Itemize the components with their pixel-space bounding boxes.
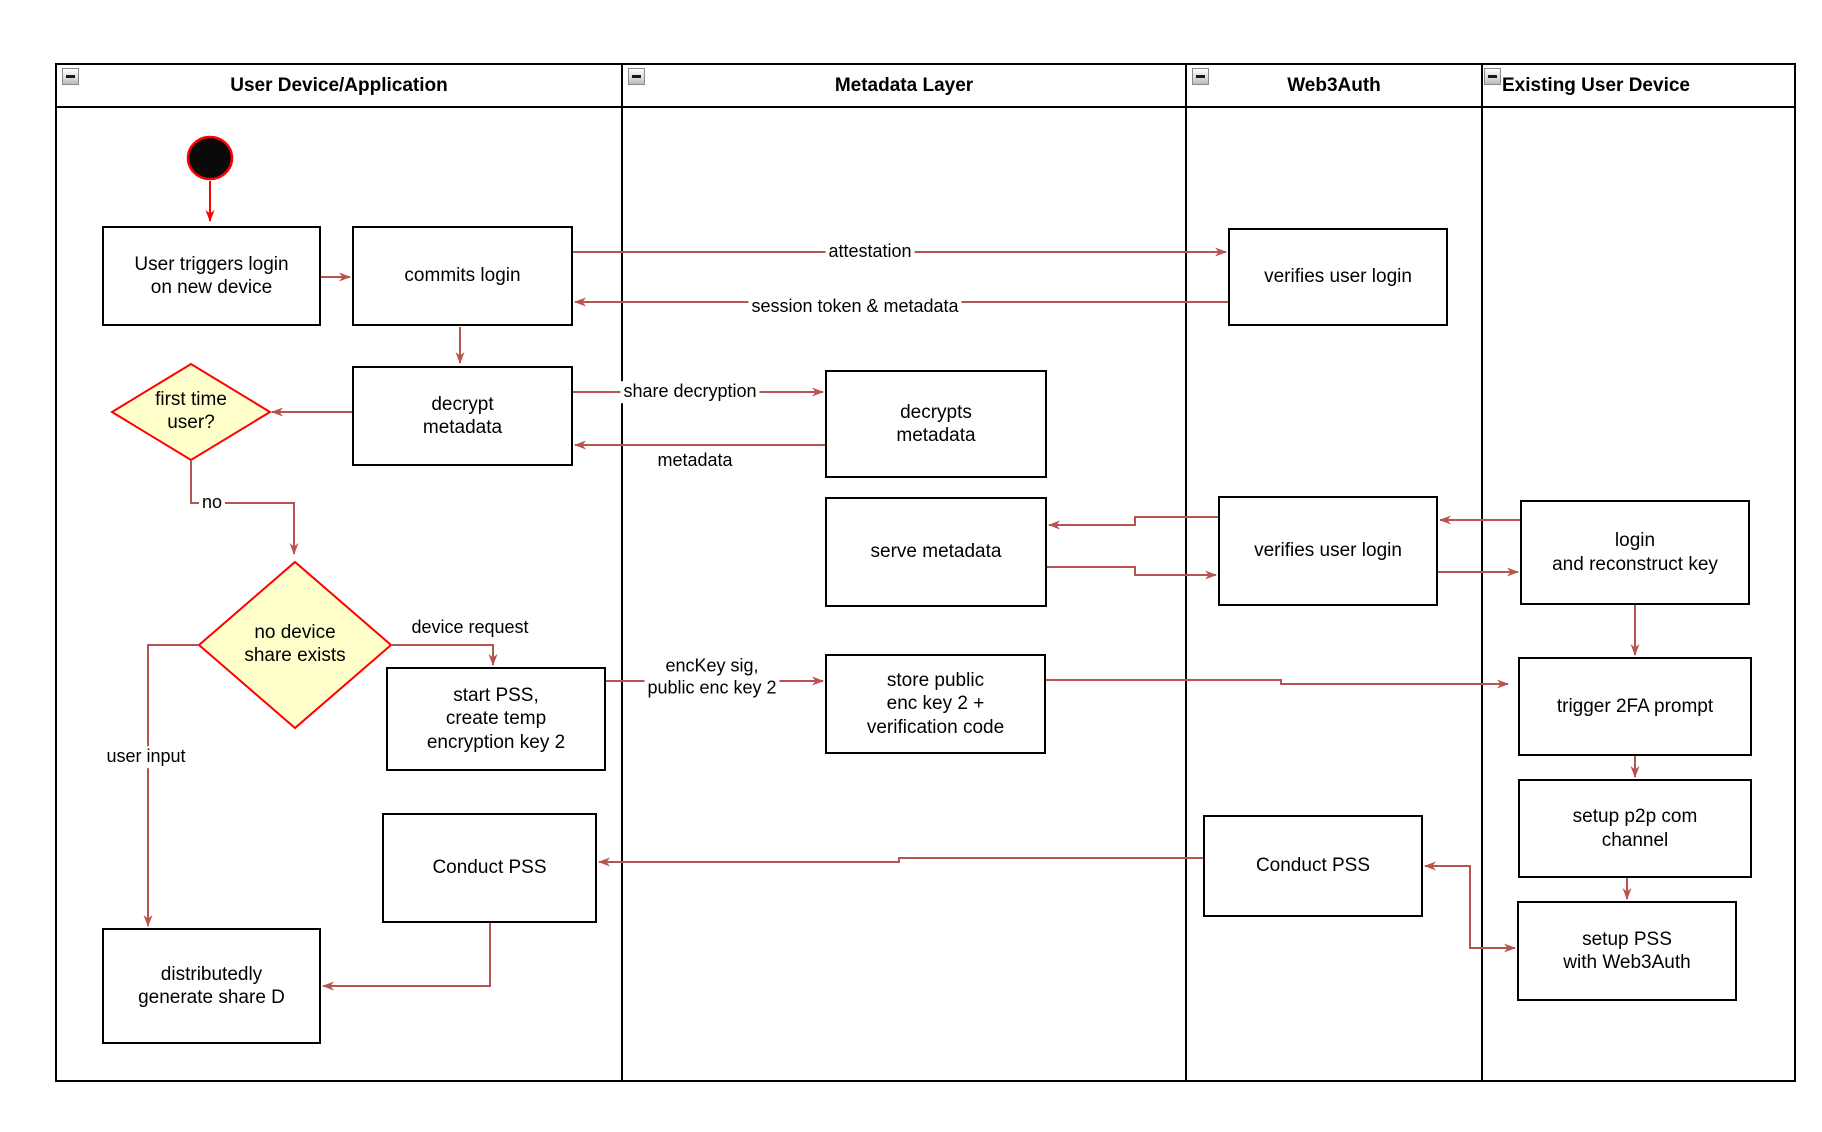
edge-label-user-input: user input <box>103 746 189 768</box>
node-setup-pss-web3auth[interactable]: setup PSS with Web3Auth <box>1517 901 1737 1001</box>
edge-label-no: no <box>198 492 226 514</box>
edge-serve-to-verifies2 <box>1047 566 1217 580</box>
node-start-pss[interactable]: start PSS, create temp encryption key 2 <box>386 667 606 771</box>
node-conduct-pss-userdevice[interactable]: Conduct PSS <box>382 813 597 923</box>
edge-label-share-decryption: share decryption <box>620 381 760 403</box>
node-decrypts-metadata[interactable]: decrypts metadata <box>825 370 1047 478</box>
collapse-icon[interactable] <box>1484 68 1501 85</box>
decision-first-time-user[interactable] <box>110 362 272 462</box>
edge-user-input <box>143 644 199 927</box>
node-store-public-enc-key[interactable]: store public enc key 2 + verification co… <box>825 654 1046 754</box>
lane-title-metadata[interactable]: Metadata Layer <box>834 74 974 96</box>
edge-store-to-2fa <box>1046 679 1509 689</box>
lane-title-user-device[interactable]: User Device/Application <box>230 74 448 96</box>
edge-label-metadata: metadata <box>654 450 736 472</box>
collapse-icon[interactable] <box>628 68 645 85</box>
edge-label-attestation: attestation <box>825 241 915 263</box>
decision-first-time-user-label: first time user? <box>155 389 227 433</box>
node-trigger-2fa-prompt[interactable]: trigger 2FA prompt <box>1518 657 1752 756</box>
node-conduct-pss-web3auth[interactable]: Conduct PSS <box>1203 815 1423 917</box>
edge-conductpss-to-generate <box>322 923 491 991</box>
edge-device-request <box>391 644 498 666</box>
pool-border <box>55 63 1796 1082</box>
minus-glyph <box>1488 75 1497 78</box>
collapse-icon[interactable] <box>62 68 79 85</box>
start-node-icon[interactable] <box>186 135 234 181</box>
edge-verifies2-to-serve <box>1048 516 1218 530</box>
lane-title-existing-device[interactable]: Existing User Device <box>1502 74 1690 96</box>
minus-glyph <box>1196 75 1205 78</box>
edge-label-session-token: session token & metadata <box>748 296 962 318</box>
node-login-reconstruct-key[interactable]: login and reconstruct key <box>1520 500 1750 605</box>
edge-label-enckey: encKey sig, public enc key 2 <box>644 655 780 699</box>
node-setup-p2p-channel[interactable]: setup p2p com channel <box>1518 779 1752 878</box>
node-verifies-user-login-1[interactable]: verifies user login <box>1228 228 1448 326</box>
node-decrypt-metadata[interactable]: decrypt metadata <box>352 366 573 466</box>
node-serve-metadata[interactable]: serve metadata <box>825 497 1047 607</box>
edge-no-branch <box>190 460 299 555</box>
minus-glyph <box>632 75 641 78</box>
node-distributedly-generate-share[interactable]: distributedly generate share D <box>102 928 321 1044</box>
edge-conductpss-to-conductpss <box>598 857 1203 867</box>
minus-glyph <box>66 75 75 78</box>
decision-no-device-share-label: no device share exists <box>244 622 346 666</box>
lane-title-web3auth[interactable]: Web3Auth <box>1287 74 1381 96</box>
node-verifies-user-login-2[interactable]: verifies user login <box>1218 496 1438 606</box>
node-user-triggers-login[interactable]: User triggers login on new device <box>102 226 321 326</box>
collapse-icon[interactable] <box>1192 68 1209 85</box>
node-commits-login[interactable]: commits login <box>352 226 573 326</box>
edge-conductpss-setuppss <box>1424 861 1516 953</box>
edge-label-device-request: device request <box>408 617 532 639</box>
